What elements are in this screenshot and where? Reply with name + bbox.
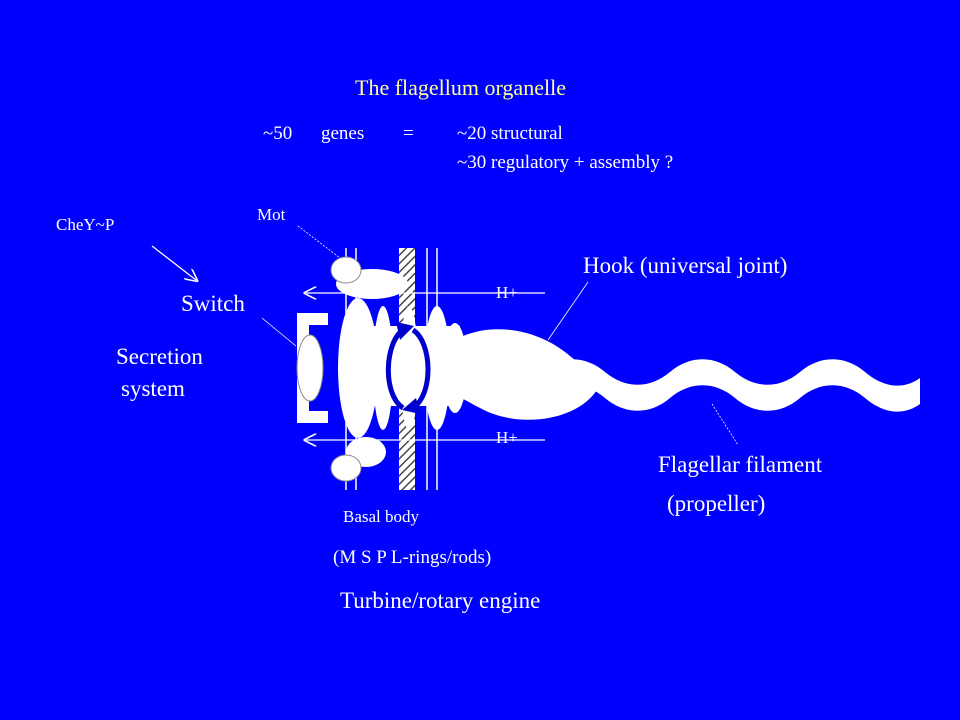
rings-label: (M S P L-rings/rods) [333, 547, 492, 568]
switch-pointer [261, 317, 297, 347]
genes-equals: = [403, 123, 414, 144]
hook [440, 329, 598, 420]
hook-pointer [547, 281, 589, 341]
page-title: The flagellum organelle [355, 75, 566, 100]
filament-label-2: (propeller) [667, 491, 766, 516]
gene-count: ~50 [263, 123, 293, 144]
filament-label: Flagellar filament [658, 452, 823, 477]
filament-pointer [711, 403, 739, 446]
h-plus-top-label: H+ [496, 283, 518, 302]
chey-arrow [151, 245, 196, 280]
genes-word: genes [321, 123, 365, 144]
ring-l [424, 306, 450, 430]
regulatory-genes: ~30 regulatory + assembly ? [457, 152, 674, 173]
structural-genes: ~20 structural [457, 123, 563, 144]
flagellar-filament [540, 359, 920, 412]
switch-label: Switch [181, 291, 245, 316]
rotation-arrow [385, 327, 405, 411]
ring-s [373, 306, 393, 430]
rotation-arrowhead [396, 322, 414, 340]
secretion-apparatus [296, 334, 324, 402]
secretion-label: Secretion [116, 344, 203, 369]
mot-label: Mot [257, 205, 286, 224]
h-plus-bottom-label: H+ [496, 428, 518, 447]
hook-label: Hook (universal joint) [583, 253, 788, 278]
ring-m [338, 298, 378, 438]
mot-protein-bottom [330, 454, 362, 482]
rotation-arrow [411, 327, 431, 411]
rotation-arrowhead [402, 398, 420, 414]
basal-body-label: Basal body [343, 507, 420, 526]
mot-protein-top [330, 256, 362, 284]
mot-pointer [297, 225, 341, 259]
secretion-label-2: system [121, 376, 185, 401]
turbine-label: Turbine/rotary engine [340, 588, 541, 613]
ring-outer [443, 323, 467, 413]
chey-label: CheY~P [56, 215, 115, 234]
ring-p [400, 306, 418, 430]
